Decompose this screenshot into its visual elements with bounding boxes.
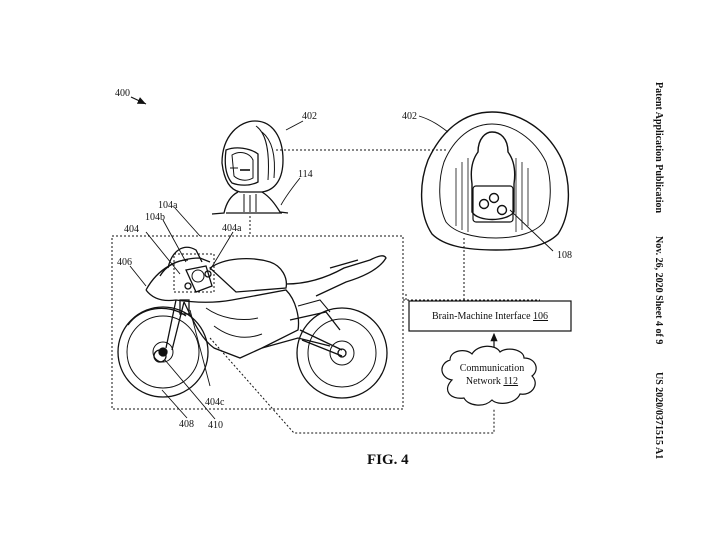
ref-system-400: 400: [115, 88, 130, 99]
header-publication: Patent Application Publication: [653, 82, 664, 214]
vehicle-boundary-box: [111, 235, 404, 410]
network-label-line2: Network 112: [444, 376, 540, 387]
bmi-box: [408, 300, 572, 332]
ref-grip-104b: 104b: [145, 212, 165, 223]
motorcycle-illustration: [117, 246, 388, 399]
ref-fork-406: 406: [117, 257, 132, 268]
network-label-text: Network: [465, 376, 501, 387]
bmi-label: Brain-Machine Interface 106: [409, 311, 571, 322]
grip-region-box: [173, 253, 215, 293]
ref-hub-410: 410: [208, 420, 223, 431]
dashed-connectors: [209, 149, 540, 434]
figure-title: FIG. 4: [367, 452, 409, 468]
bmi-label-text: Brain-Machine Interface: [431, 311, 531, 322]
header-date-sheet: Nov. 26, 2020 Sheet 4 of 9: [653, 236, 664, 345]
ref-wheel-408: 408: [179, 419, 194, 430]
ref-grip-104a: 104a: [158, 200, 178, 211]
ref-sensor-404a: 404a: [222, 223, 242, 234]
network-cloud: [441, 345, 537, 406]
ref-helmet-top-402: 402: [402, 111, 417, 122]
ref-handle-404: 404: [124, 224, 139, 235]
rider-illustration: [211, 120, 289, 215]
header-number: US 2020/0371515 A1: [653, 372, 664, 460]
helmet-top-view: [420, 111, 570, 251]
ref-helmet-rider-402: 402: [302, 111, 317, 122]
system-ref-arrow: [130, 96, 147, 105]
network-ref-112: 112: [503, 376, 519, 387]
network-label-line1: Communication: [459, 363, 525, 374]
bmi-ref-106: 106: [533, 311, 549, 322]
ref-chip-108: 108: [557, 250, 572, 261]
ref-sensor-404c: 404c: [205, 397, 225, 408]
leader-lines: [129, 115, 554, 420]
ref-rider-114: 114: [298, 169, 313, 180]
